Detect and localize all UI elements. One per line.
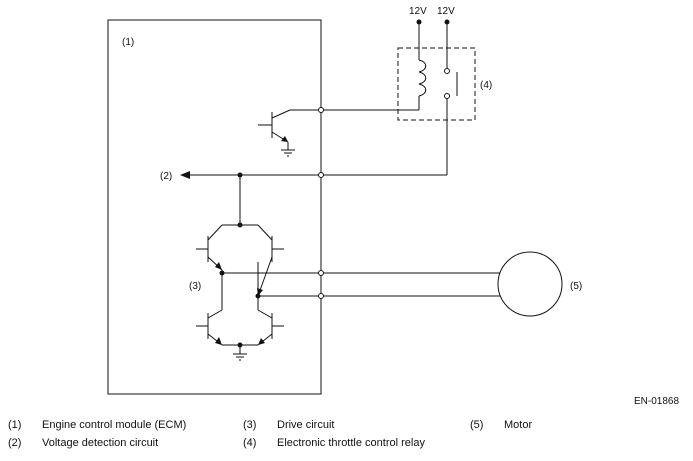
motor-label: (5) <box>570 281 582 292</box>
ecm-box <box>107 19 322 395</box>
upper-left-collector <box>207 224 223 241</box>
relay-contact-top <box>444 68 450 74</box>
upper-left-emitter-arrow-icon <box>215 262 222 270</box>
supply-label-right: 12V <box>437 6 455 17</box>
figure-code: EN-01868 <box>634 396 679 407</box>
upper-right-collector <box>257 224 273 241</box>
lower-right-emitter-arrow-icon <box>258 338 265 345</box>
detection-junction <box>237 172 243 178</box>
bridge-bottom-junction <box>237 342 243 348</box>
bridge-left-junction <box>219 270 225 276</box>
relay-coil <box>418 59 427 97</box>
supply-terminal-right <box>444 19 450 25</box>
relay-contact-bottom <box>444 93 450 99</box>
detection-label: (2) <box>160 171 172 182</box>
bridge-right-junction <box>255 293 261 299</box>
supply-terminal-left <box>416 19 422 25</box>
ecm-terminal-relay <box>318 107 324 113</box>
motor-symbol <box>497 251 563 317</box>
ecm-terminal-motor-a <box>318 270 324 276</box>
ecm-terminal-detection <box>318 172 324 178</box>
lower-right-collector <box>257 309 273 319</box>
ecm-label: (1) <box>122 37 134 48</box>
relay-box <box>397 47 476 121</box>
detection-arrow-icon <box>180 171 190 179</box>
supply-label-left: 12V <box>409 6 427 17</box>
driver-emitter-arrow-icon <box>281 136 288 142</box>
lower-left-emitter-arrow-icon <box>215 337 222 345</box>
relay-label: (4) <box>480 80 492 91</box>
ecm-terminal-motor-b <box>318 293 324 299</box>
bridge-top-junction <box>237 222 243 228</box>
driver-transistor-collector <box>271 109 291 119</box>
drive-label: (3) <box>189 281 201 292</box>
lower-left-collector <box>207 309 223 319</box>
